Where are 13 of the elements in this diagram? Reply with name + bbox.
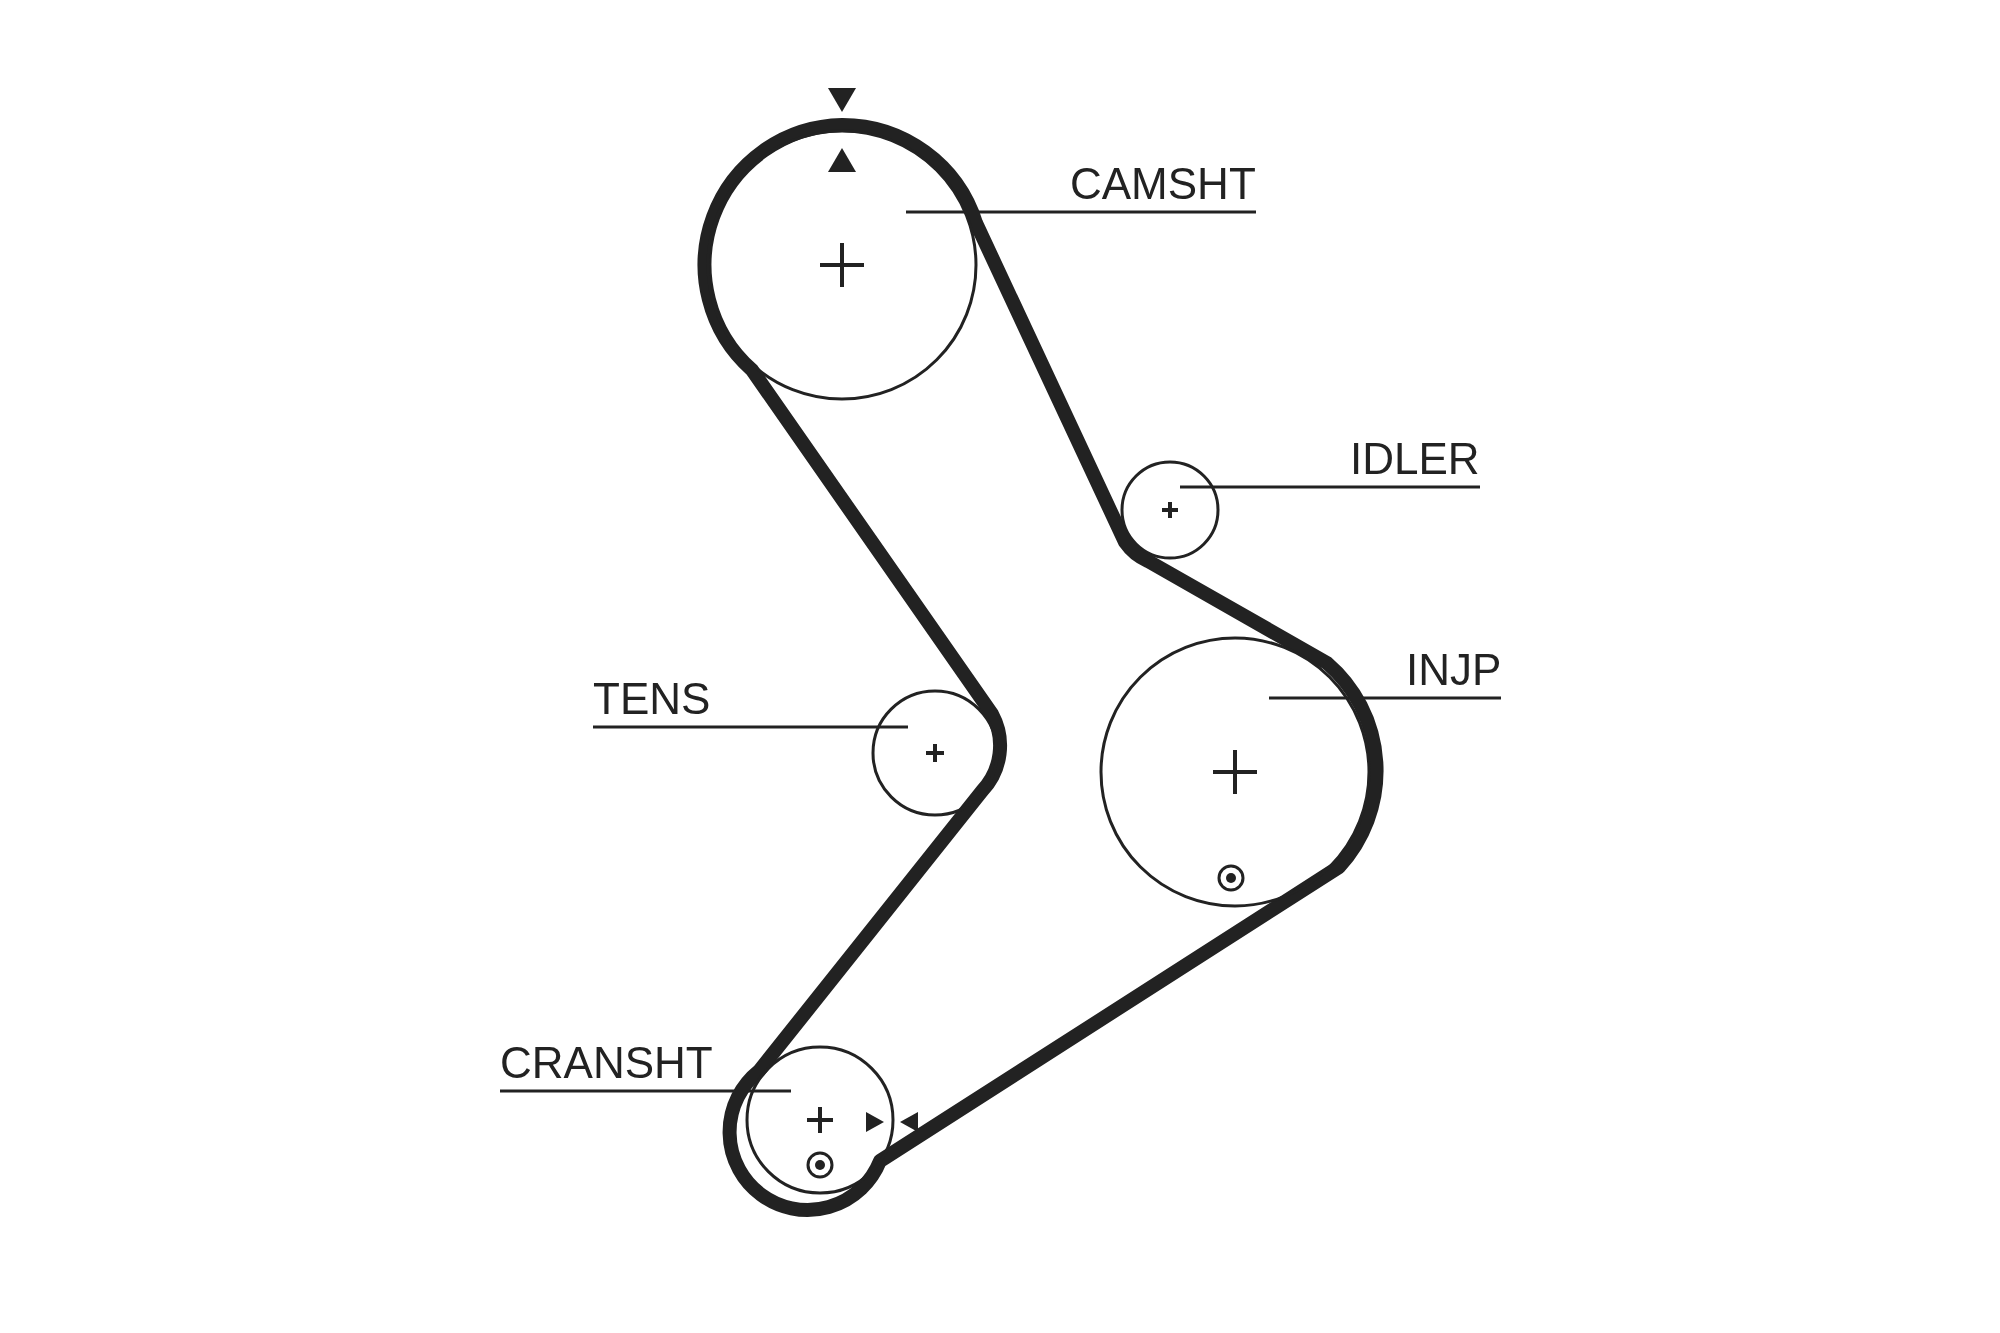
leader-line (1269, 696, 1501, 700)
part-label: CRANSHT (500, 1041, 713, 1085)
leader-line (1180, 485, 1480, 489)
part-label: TENS (593, 677, 711, 721)
part-label: CAMSHT (1070, 162, 1256, 206)
leader-line (593, 725, 908, 729)
part-label: INJP (1406, 648, 1502, 692)
part-label: IDLER (1350, 437, 1480, 481)
leader-line (906, 210, 1256, 214)
pulley (1099, 636, 1371, 908)
pulley (1120, 460, 1220, 560)
leader-line (500, 1089, 791, 1093)
pulley (745, 1045, 895, 1195)
